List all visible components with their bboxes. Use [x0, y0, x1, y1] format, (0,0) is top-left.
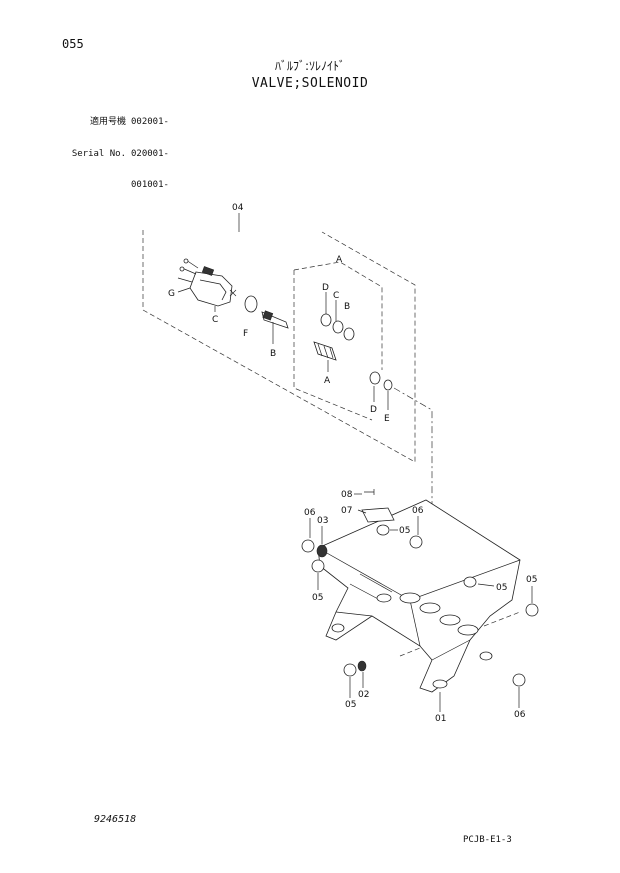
callout-05-right-b: 05: [526, 575, 537, 585]
callout-06-left: 06: [304, 508, 316, 518]
callout-06-bottom: 06: [514, 710, 526, 720]
callout-02: 02: [358, 690, 369, 700]
plug-06-left: [301, 539, 315, 553]
callout-a-mid: A: [324, 376, 331, 386]
leader-07: [357, 509, 367, 514]
page-number: 055: [62, 37, 84, 51]
callout-05-mid: 05: [399, 526, 410, 536]
serial-value: 001001-: [131, 180, 169, 190]
serial-label: 適用号機: [89, 117, 126, 127]
plug-05-right-b: [525, 603, 539, 617]
valve-body: [317, 499, 521, 693]
plug-06-bottom: [512, 673, 526, 687]
kit-04-boundary: [142, 230, 416, 463]
rivet-08: [364, 489, 375, 495]
spool-sleeve-a: [313, 341, 337, 361]
callout-03: 03: [317, 516, 328, 526]
o-ring-e: [383, 379, 393, 391]
backup-ring-b: [343, 327, 355, 341]
serial-number-block: 適用号機 002001- Serial No. 020001- 001001-: [70, 96, 169, 201]
callout-e: E: [384, 414, 390, 424]
callout-05-right-a: 05: [496, 583, 507, 593]
serial-value: 020001-: [131, 148, 169, 159]
callout-d-top: D: [322, 283, 329, 293]
fitting-03: [316, 544, 328, 558]
callout-05-bottom: 05: [345, 700, 356, 710]
callout-01: 01: [435, 714, 446, 724]
document-number: 9246518: [94, 814, 137, 825]
callout-f: F: [243, 329, 248, 339]
o-ring-d: [320, 313, 332, 327]
callout-a-top: A: [336, 255, 343, 265]
leader-g: [177, 287, 191, 293]
serial-row: 001001-: [70, 180, 169, 191]
plug-05-left: [311, 559, 325, 573]
title-japanese: ﾊﾞﾙﾌﾞ:ｿﾚﾉｲﾄﾞ: [274, 59, 346, 73]
callout-b-mid: B: [344, 302, 350, 312]
serial-label: Serial No.: [71, 148, 126, 159]
valve-cartridge: [261, 310, 289, 329]
plug-05-bottom: [343, 663, 357, 677]
plug-d: [369, 371, 381, 385]
plug-05-right-a: [463, 576, 477, 588]
plug-06-right: [409, 535, 423, 549]
serial-row: Serial No. 020001-: [70, 149, 169, 160]
callout-08: 08: [341, 490, 353, 500]
callout-07: 07: [341, 506, 352, 516]
kit-A-boundary: [293, 261, 383, 421]
callout-c-left: C: [212, 315, 218, 325]
leader-05-right-a: [477, 583, 495, 587]
callout-06-right: 06: [412, 506, 424, 516]
serial-row: 適用号機 002001-: [70, 117, 169, 128]
nameplate-07: [361, 507, 395, 523]
callout-c-mid: C: [333, 291, 339, 301]
title-english: VALVE;SOLENOID: [251, 76, 369, 91]
o-ring-f: [244, 295, 258, 313]
solenoid-coil: [177, 258, 233, 307]
nut-mark: [229, 289, 237, 297]
callout-g: G: [168, 289, 175, 299]
page-code: PCJB-E1-3: [463, 835, 512, 845]
plug-05-mid: [376, 524, 390, 536]
callout-d-bottom: D: [370, 405, 377, 415]
serial-value: 002001-: [131, 117, 169, 127]
callout-b-left: B: [270, 349, 276, 359]
callout-05-left: 05: [312, 593, 323, 603]
fitting-02: [357, 660, 367, 672]
callout-04: 04: [232, 203, 244, 213]
o-ring-c: [332, 320, 344, 334]
